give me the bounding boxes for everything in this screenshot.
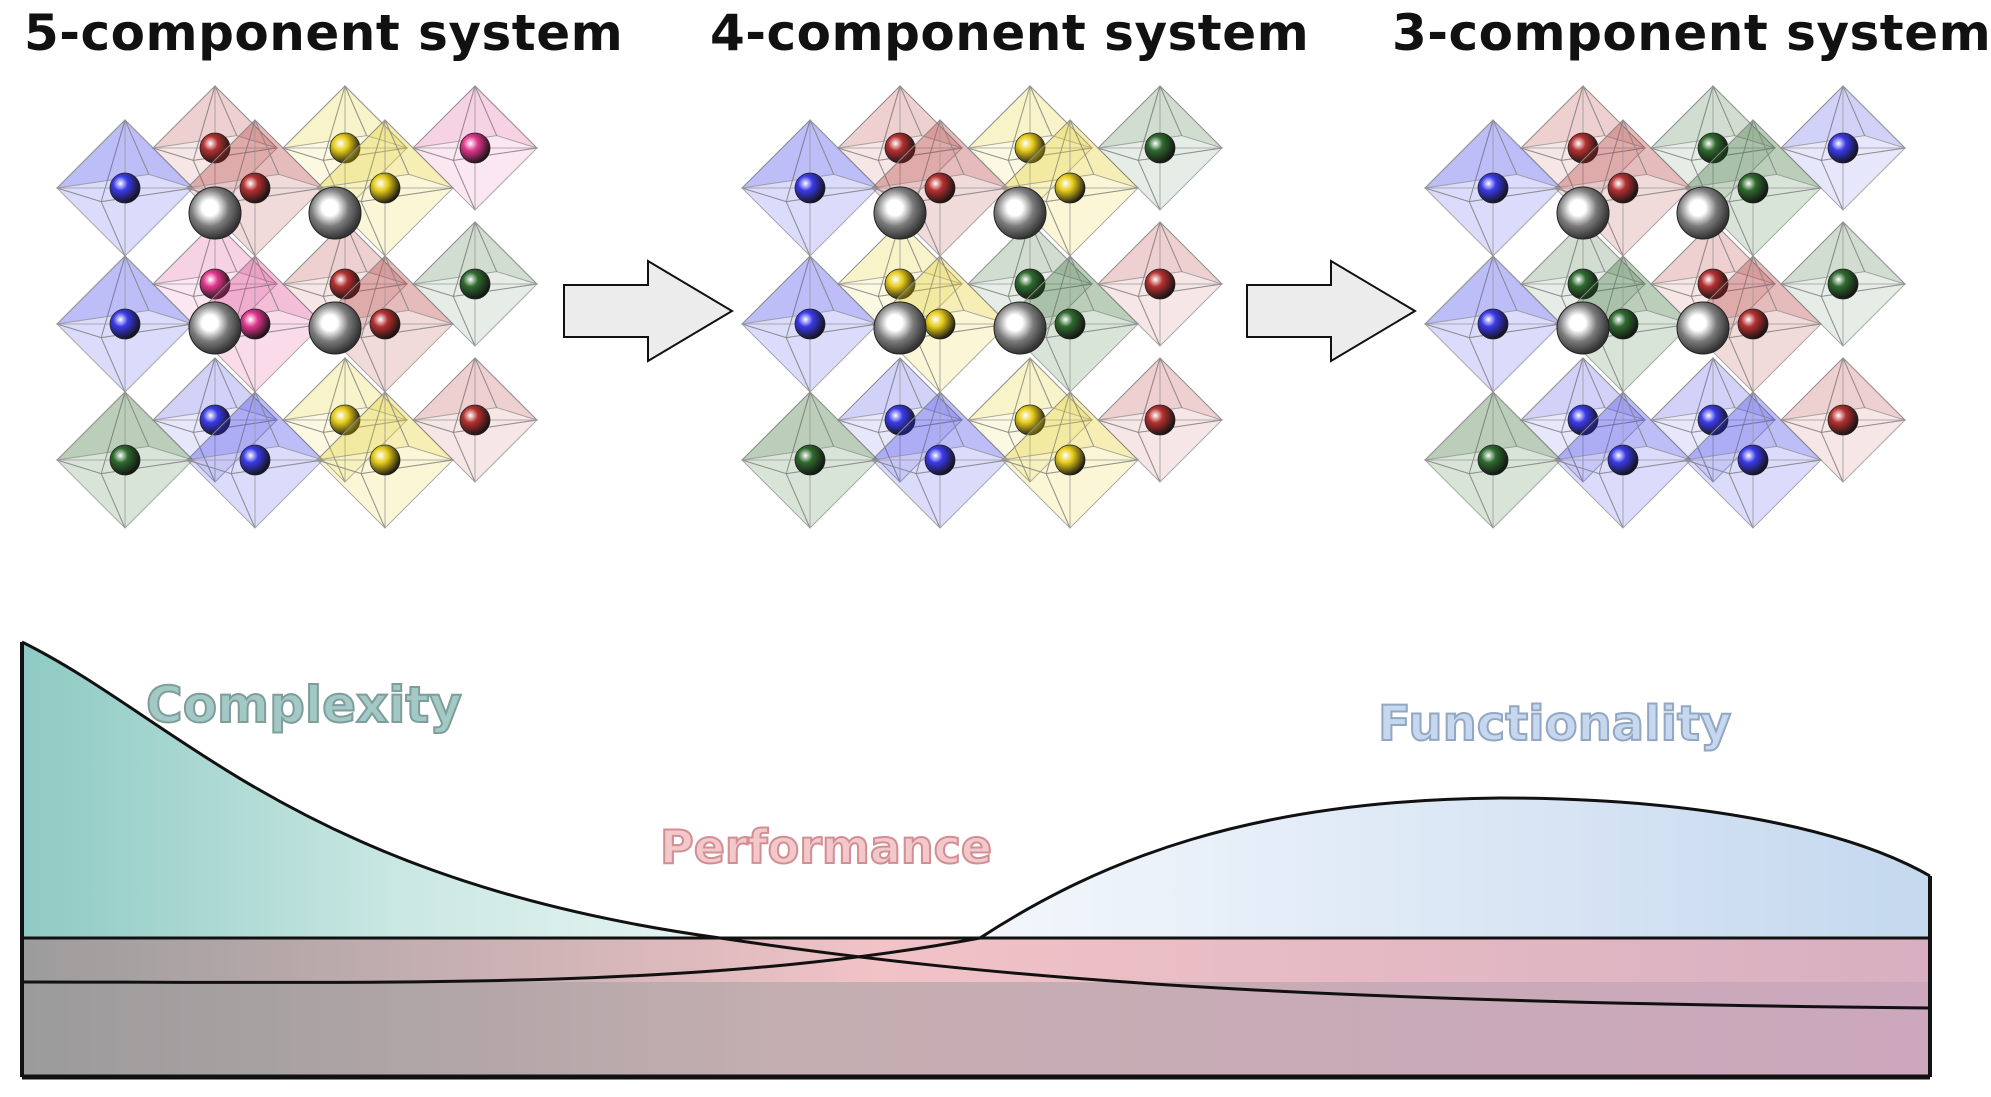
title-3-component: 3-component system: [1392, 4, 1991, 62]
crystal-5-component: [55, 85, 539, 529]
crystal-4-component: [740, 85, 1224, 529]
crystal-3-component: [1423, 85, 1907, 529]
performance-label: Performance: [659, 819, 993, 875]
complexity-area: [22, 642, 720, 938]
functionality-label: Functionality: [1377, 695, 1732, 753]
functionality-area: [980, 798, 1930, 938]
trend-curves: [20, 640, 1932, 1080]
functionality-curve: [21, 796, 1931, 984]
arrow-right-icon: [563, 259, 734, 363]
performance-band: [22, 938, 1930, 982]
base-band: [22, 982, 1930, 1077]
complexity-curve: [21, 640, 1931, 1010]
title-5-component: 5-component system: [24, 4, 624, 62]
complexity-label: Complexity: [145, 675, 463, 735]
title-4-component: 4-component system: [710, 4, 1310, 62]
arrow-right-icon: [1246, 259, 1417, 363]
